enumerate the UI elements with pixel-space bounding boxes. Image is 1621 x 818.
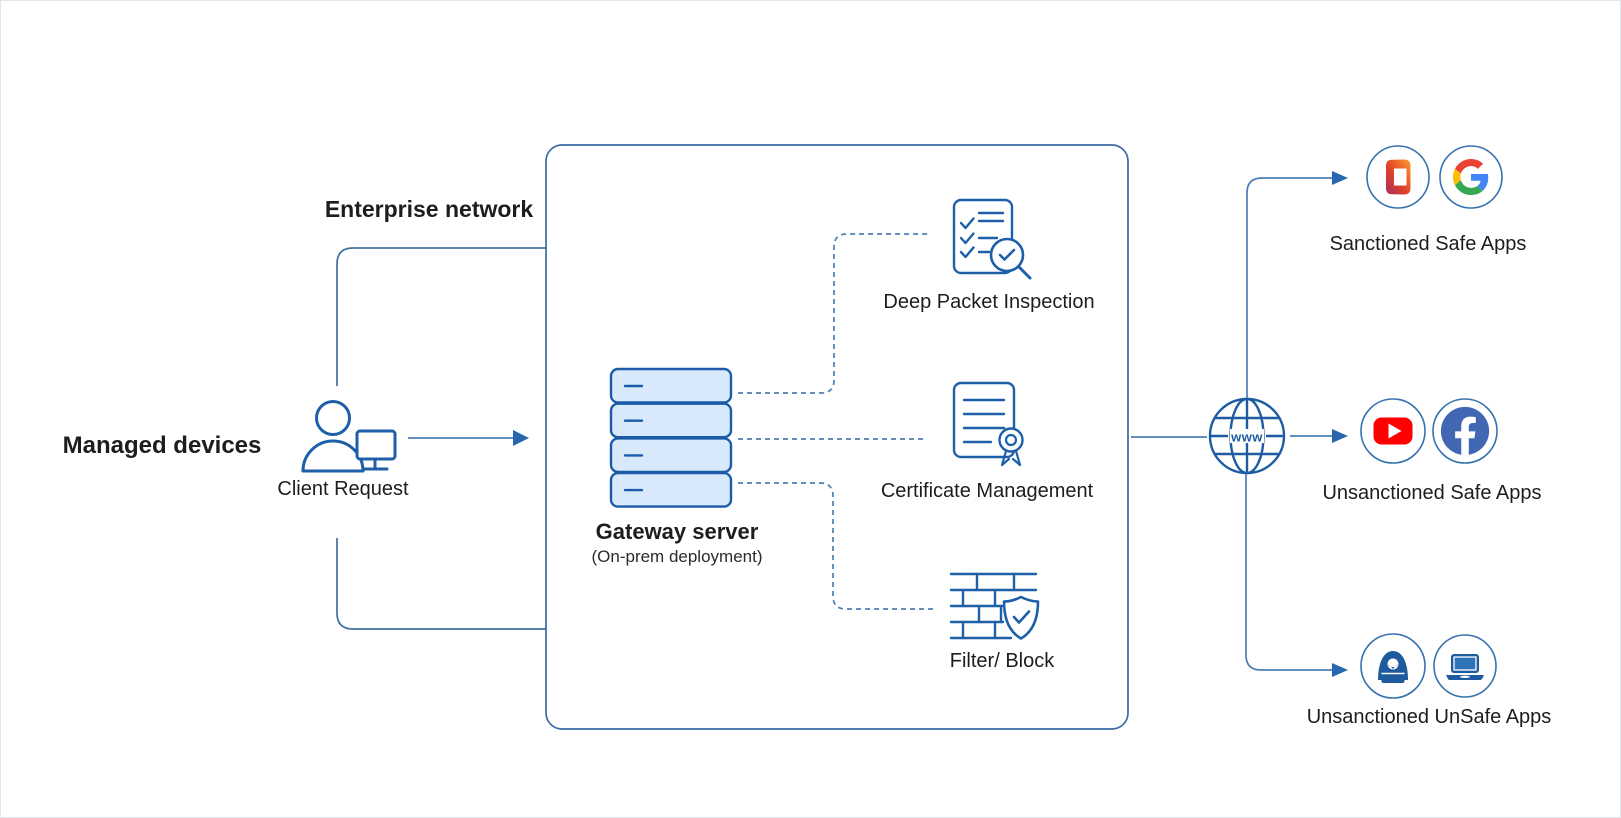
branch-arrowhead-top: [1332, 171, 1348, 185]
client-request-label: Client Request: [277, 478, 409, 500]
enterprise-network-label: Enterprise network: [324, 196, 534, 222]
hacker-icon: [1378, 651, 1408, 683]
managed-devices-label: Managed devices: [62, 432, 262, 459]
enterprise-network-boundary: [336, 247, 546, 630]
deep-packet-inspection-label: Deep Packet Inspection: [883, 291, 1095, 313]
server-stack-icon: [609, 367, 733, 508]
person-monitor-icon: [301, 400, 397, 473]
globe-www-text: www: [1230, 430, 1263, 445]
client-to-gateway-arrowhead: [513, 430, 529, 446]
unsanctioned-safe-apps-label: Unsanctioned Safe Apps: [1322, 482, 1542, 504]
unsanctioned-unsafe-apps-label: Unsanctioned UnSafe Apps: [1306, 706, 1552, 728]
office-app-circle: [1366, 145, 1430, 209]
office-icon: [1386, 159, 1411, 195]
gateway-server-subtitle: (On-prem deployment): [591, 547, 763, 566]
google-icon: [1453, 159, 1489, 195]
facebook-icon: [1440, 406, 1490, 456]
youtube-icon: [1373, 417, 1413, 445]
gateway-server-title: Gateway server: [595, 519, 759, 544]
certificate-seal-icon: [952, 381, 1024, 467]
server-function-connectors: [738, 233, 933, 610]
certificate-management-label: Certificate Management: [880, 480, 1094, 502]
globe-icon: www: [1208, 397, 1286, 475]
sanctioned-safe-apps-label: Sanctioned Safe Apps: [1329, 233, 1527, 255]
laptop-icon: [1446, 654, 1484, 680]
internet-branch-connectors: [1245, 177, 1332, 671]
filter-block-label: Filter/ Block: [949, 650, 1055, 672]
firewall-shield-icon: [949, 572, 1040, 640]
branch-arrowhead-bottom: [1332, 663, 1348, 677]
branch-arrowhead-middle: [1332, 429, 1348, 443]
checklist-magnifier-icon: [952, 198, 1032, 280]
gateway-box-outline: [545, 144, 1129, 730]
